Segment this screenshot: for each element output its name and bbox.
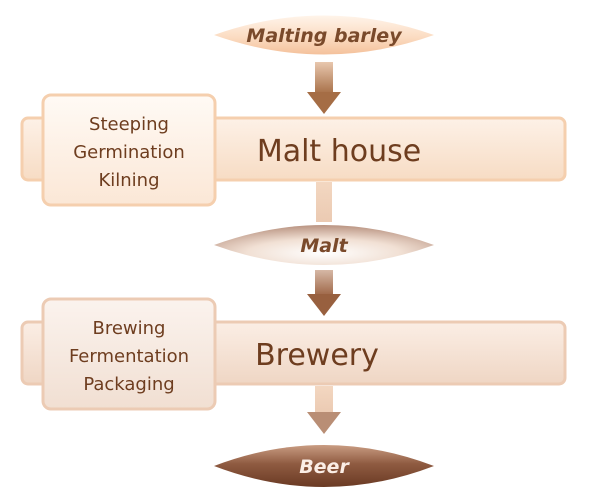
stage-malt-house: Steeping Germination Kilning Malt house — [20, 93, 567, 207]
node-malting-barley-label: Malting barley — [246, 25, 403, 47]
connector — [316, 182, 332, 222]
step-steeping: Steeping — [89, 114, 169, 135]
node-malt: Malt — [214, 225, 434, 265]
node-malting-barley: Malting barley — [214, 15, 434, 55]
arrow-down-icon — [307, 386, 341, 434]
node-beer: Beer — [214, 445, 434, 487]
stage-brewery: Brewing Fermentation Packaging Brewery — [20, 297, 567, 411]
node-malt-label: Malt — [300, 235, 348, 257]
stage-steps-box — [41, 297, 217, 411]
step-brewing: Brewing — [93, 318, 166, 339]
arrow-down-icon — [307, 270, 341, 316]
step-packaging: Packaging — [83, 374, 174, 395]
stage-steps-box — [41, 93, 217, 207]
step-kilning: Kilning — [98, 170, 159, 191]
stage-title-brewery: Brewery — [255, 338, 379, 373]
node-beer-label: Beer — [299, 456, 350, 478]
step-germination: Germination — [73, 142, 185, 163]
arrow-down-icon — [307, 62, 341, 114]
stage-title-malt-house: Malt house — [257, 134, 421, 169]
step-fermentation: Fermentation — [69, 346, 189, 367]
